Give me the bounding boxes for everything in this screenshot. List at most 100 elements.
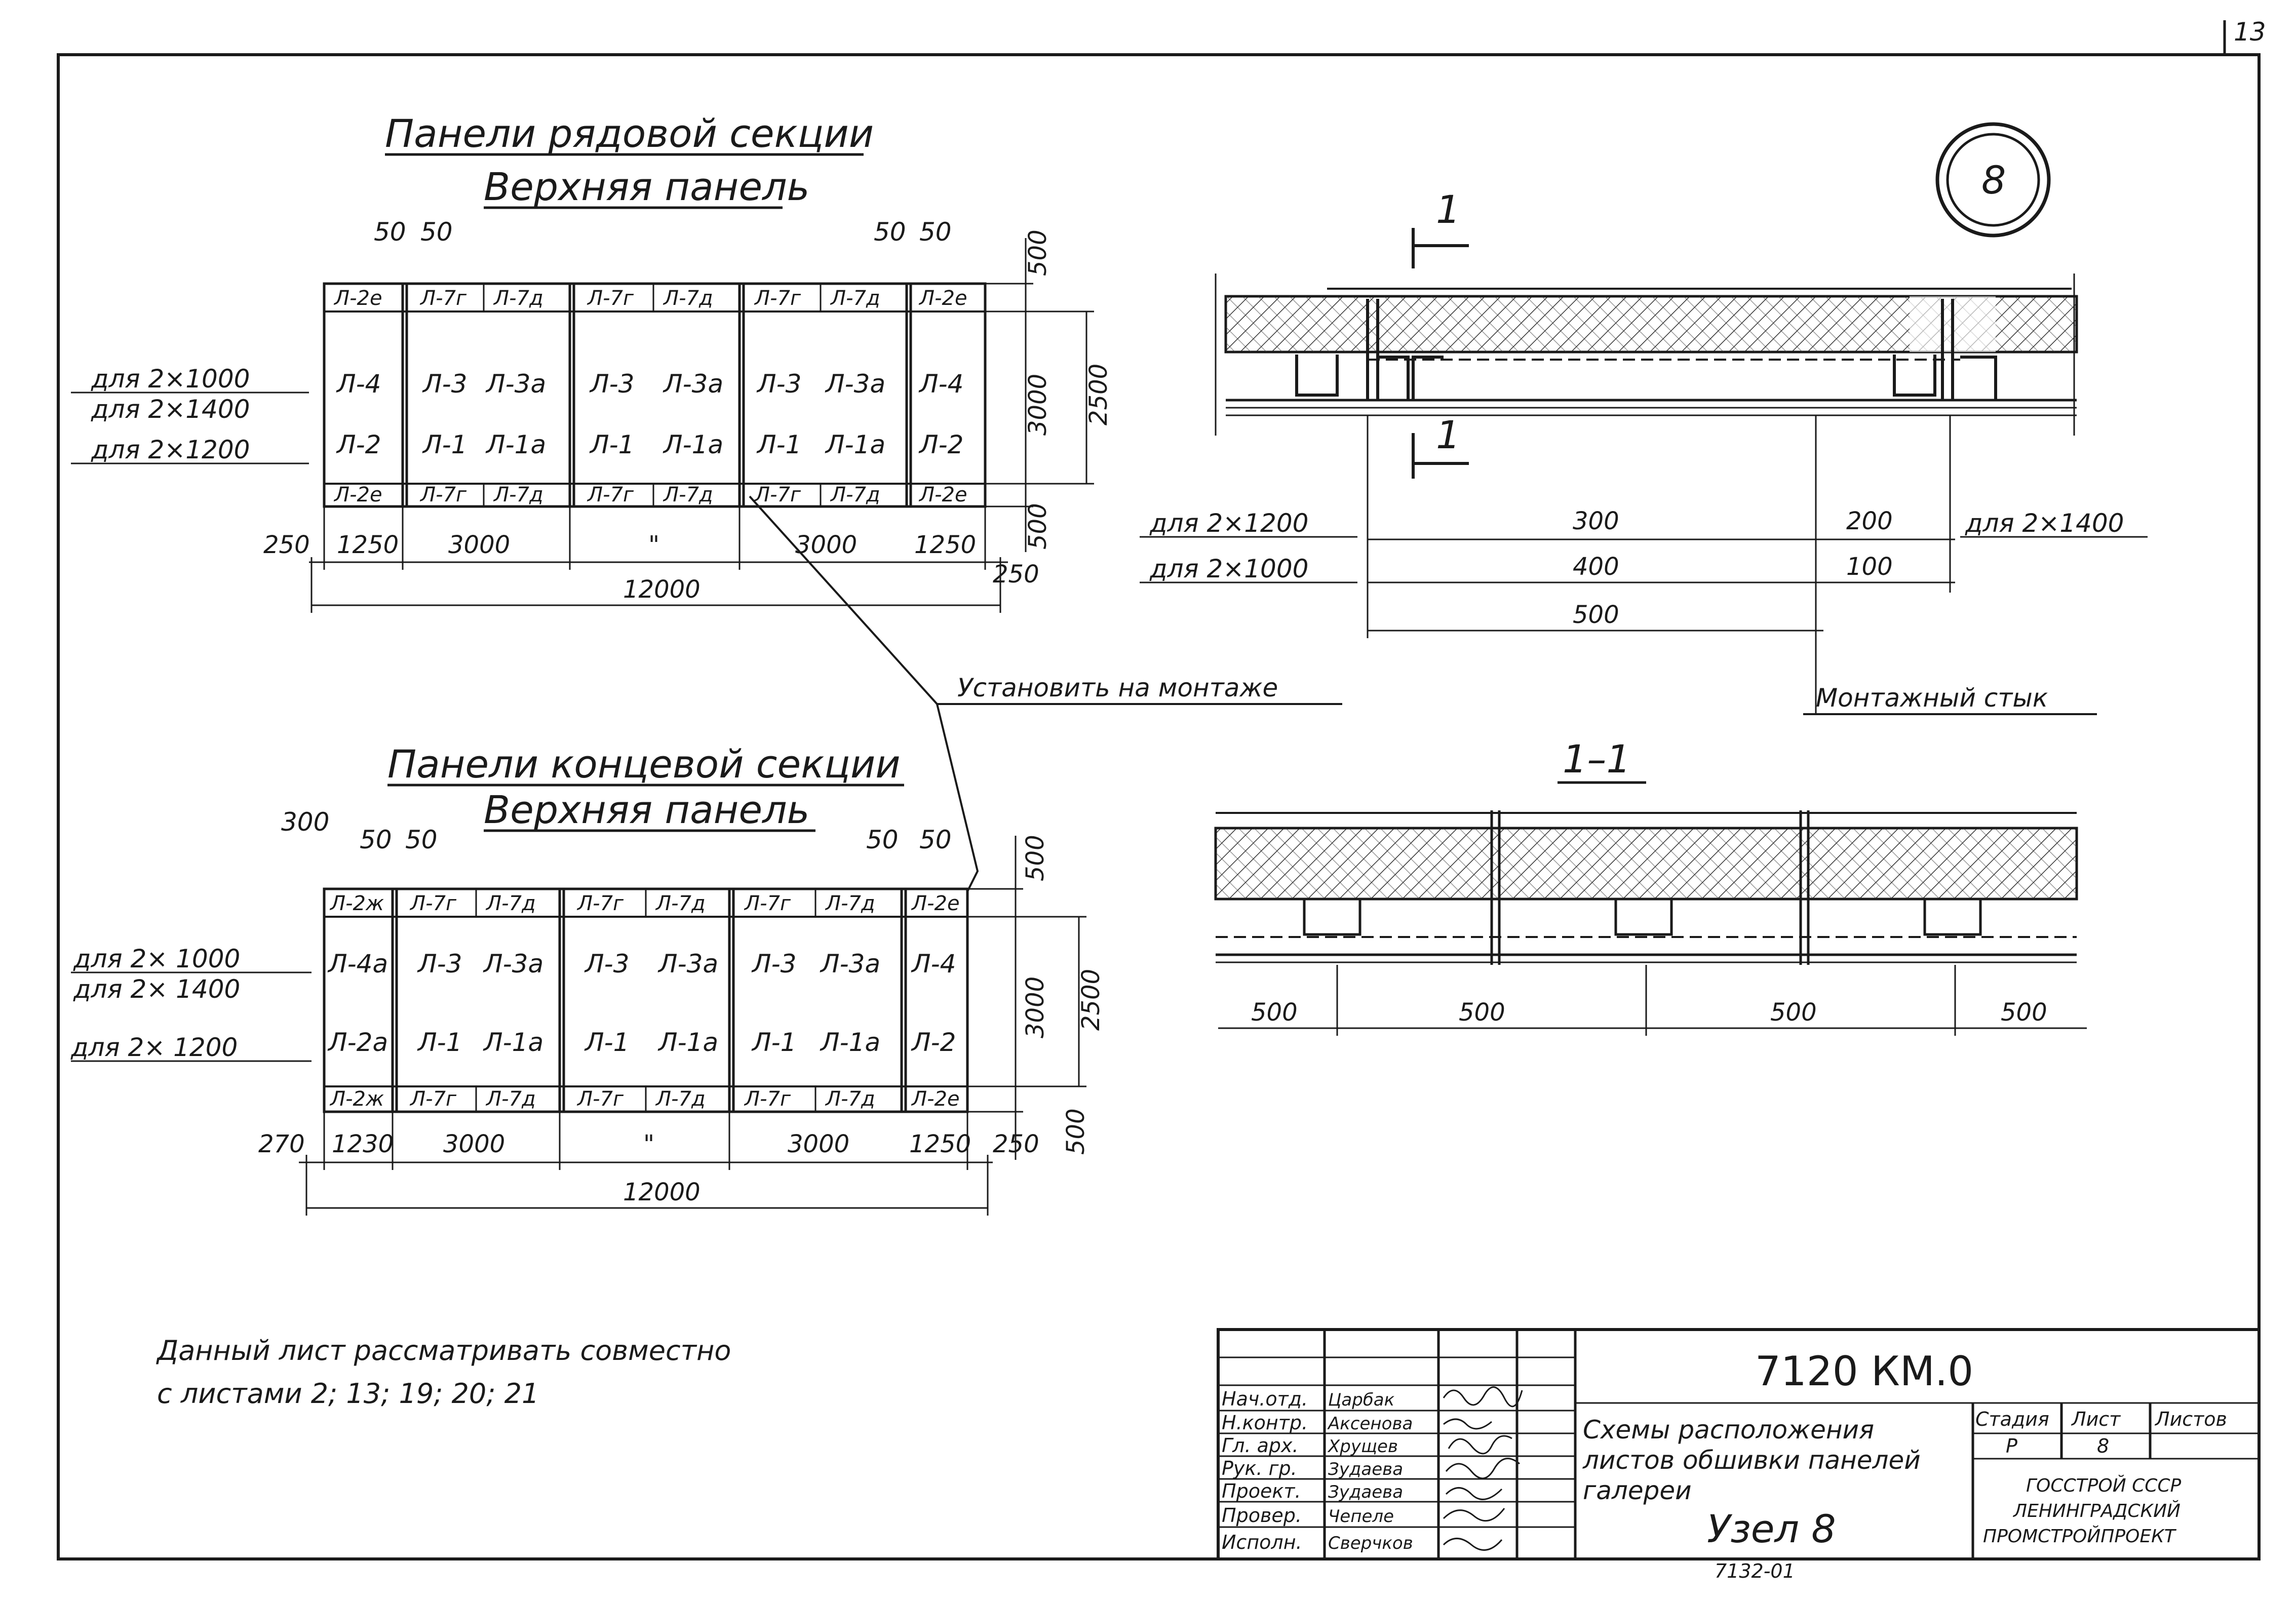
node-detail: 8 1 1 [1140,122,2148,715]
role-label: Рук. гр. [1222,1457,1297,1479]
variant-label: для 2×1000 [91,364,250,394]
cell-label: Л-7д [655,1087,706,1111]
cell-label: Л-1а [825,430,885,459]
cut-mark: 1 [1436,412,1460,457]
node-marker-outer [1935,122,2051,238]
bottom-dim: " [643,1130,654,1158]
bottom-dim: 3000 [788,1130,849,1158]
top-dim: 50 [866,825,899,854]
cell-label: Л-1а [657,1028,718,1057]
cell-label: Л-3а [657,949,718,979]
row-section-title: Панели рядовой секции [385,111,874,156]
cell-label: Л-7д [825,1087,875,1111]
end-section-title: Панели концевой секции [387,742,901,787]
install-note: Установить на монтаже [957,673,1278,703]
role-label: Проект. [1222,1480,1301,1502]
row-section: Панели рядовой секции Верхняя панель 50 … [71,111,1113,613]
cell-label: Л-3 [756,369,801,399]
dim-value: 400 [1573,553,1619,581]
cell-label: Л-7г [754,287,801,310]
cell-label: Л-2е [911,892,960,915]
bottom-dim: 3000 [448,531,510,559]
cell-label: Л-4 [336,369,381,399]
bottom-dim: " [648,531,659,559]
cell-label: Л-7д [485,892,536,915]
cell-label: Л-7д [830,483,880,506]
total-dim: 12000 [623,575,701,604]
top-dim: 300 [281,807,329,837]
person-name: Аксенова [1327,1414,1413,1434]
variant-label: для 2×1200 [91,435,250,464]
person-name: Зудаева [1328,1482,1403,1502]
cell-label: Л-1 [417,1028,462,1057]
dim-label: для 2×1200 [1149,509,1308,538]
cell-label: Л-3 [589,369,634,399]
description: галереи [1583,1476,1692,1505]
org-line: ПРОМСТРОЙПРОЕКТ [1983,1526,2177,1547]
cell-label: Л-7д [663,287,713,310]
dim-label: для 2×1000 [1149,554,1308,583]
dim-value: 300 [1573,507,1619,535]
cell-label: Л-1 [751,1028,796,1057]
top-dim: 50 [420,217,453,247]
role-label: Исполн. [1222,1531,1302,1553]
top-dim: 50 [919,825,952,854]
cell-label: Л-2е [333,483,382,506]
bottom-dim: 1250 [337,531,399,559]
role-label: Провер. [1222,1504,1302,1527]
cell-label: Л-3а [825,369,885,399]
cell-label: Л-1а [485,430,546,459]
note-line-1: Данный лист рассматривать совместно [156,1335,731,1367]
page-number: 13 [2234,17,2266,47]
description: Схемы расположения [1583,1415,1874,1445]
org-line: ГОССТРОЙ СССР [2026,1475,2181,1496]
cell-label: Л-7д [493,483,543,506]
top-dim: 50 [919,217,952,247]
cell-label: Л-1а [820,1028,880,1057]
cell-label: Л-3 [422,369,467,399]
person-name: Хрущев [1327,1436,1398,1457]
cell-label: Л-7г [744,1087,791,1111]
top-dim: 50 [405,825,438,854]
bottom-dim: 270 [258,1130,305,1158]
bottom-dim: 3000 [795,531,857,559]
section-dim: 500 [1251,998,1298,1027]
variant-label: для 2× 1200 [70,1033,238,1062]
end-section-subtitle: Верхняя панель [484,787,809,832]
section-dim: 500 [2001,998,2047,1027]
sheet-header: Лист [2071,1408,2121,1430]
role-label: Н.контр. [1222,1412,1308,1434]
cell-label: Л-7г [419,483,467,506]
cell-label: Л-1а [663,430,723,459]
cell-label: Л-1 [589,430,634,459]
cell-label: Л-2е [918,287,967,310]
cell-label: Л-7д [825,892,875,915]
section-1-1: 1–1 500 500 500 500 [1214,736,2087,1036]
title-block: Нач.отд. Н.контр. Гл. арх. Рук. гр. Прое… [1217,1328,2261,1560]
cell-label: Л-2ж [329,1087,384,1111]
variant-label: для 2× 1000 [73,944,240,973]
right-dim: 500 [1024,503,1052,550]
cell-label: Л-3а [820,949,880,979]
cell-label: Л-7д [655,892,706,915]
section-dim: 500 [1770,998,1817,1027]
bottom-dim: 1250 [914,531,976,559]
cell-label: Л-7г [576,892,624,915]
right-dim: 2500 [1077,969,1105,1031]
install-leader [936,704,979,892]
org-line: ЛЕНИНГРАДСКИЙ [2012,1500,2181,1521]
variant-label: для 2×1400 [91,395,250,424]
cell-label: Л-7г [744,892,791,915]
node-marker: 8 [1981,158,2006,203]
right-dim: 2500 [1084,364,1113,425]
cell-label: Л-4 [918,369,963,399]
cell-label: Л-3а [485,369,546,399]
cut-mark: 1 [1436,187,1460,232]
bottom-dim: 1250 [909,1130,971,1158]
section-title: 1–1 [1563,736,1631,782]
right-dim: 3000 [1021,977,1049,1038]
cell-label: Л-4а [327,949,388,979]
person-name: Сверчков [1328,1533,1413,1553]
bottom-dim: 250 [263,531,310,559]
